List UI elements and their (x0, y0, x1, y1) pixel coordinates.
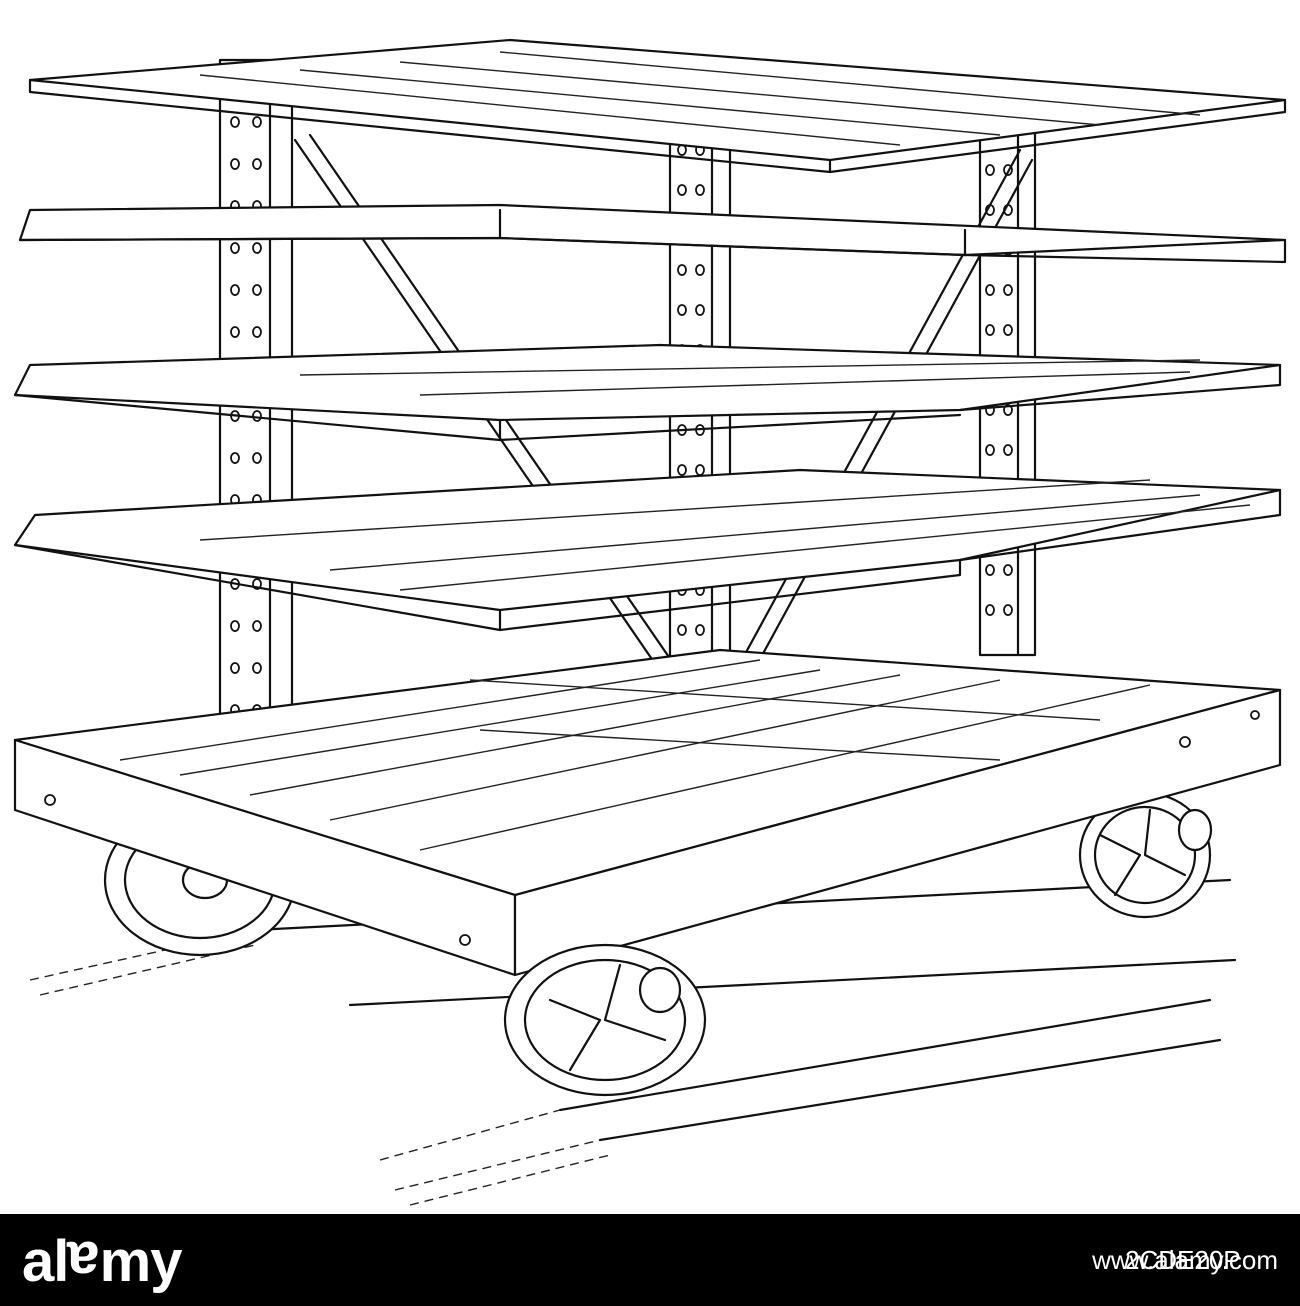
bolt-hole (230, 326, 240, 338)
bolt-hole (1003, 564, 1013, 576)
bolt-hole (230, 452, 240, 464)
bolt-hole (677, 464, 687, 476)
bolt-hole (695, 624, 705, 636)
bolt-hole (252, 326, 262, 338)
bolt-hole (985, 564, 995, 576)
bolt-hole (230, 158, 240, 170)
bolt-hole (985, 444, 995, 456)
bolt-hole (252, 284, 262, 296)
bolt-hole (230, 620, 240, 632)
bolt-hole (677, 624, 687, 636)
bolt-hole (230, 284, 240, 296)
cart-frame (13, 648, 1282, 977)
bolt-hole (1003, 444, 1013, 456)
stock-watermark-bar: alamy 2CDE20P www.alamy.com (0, 1214, 1300, 1306)
bolt-hole (252, 452, 262, 464)
bolt-hole (677, 304, 687, 316)
rear-right-wheel (1078, 791, 1213, 919)
bolt-hole (252, 620, 262, 632)
bolt-hole (985, 324, 995, 336)
shelf-top (28, 38, 1287, 174)
shelf-truck-drawing (13, 38, 1287, 1206)
bolt-hole (695, 304, 705, 316)
bolt-hole (1003, 284, 1013, 296)
bolt-hole (1003, 324, 1013, 336)
bolt-hole (230, 116, 240, 128)
bolt-hole (677, 184, 687, 196)
site-url: www.alamy.com (1092, 1245, 1278, 1275)
bolt-hole (695, 264, 705, 276)
bolt-hole (985, 164, 995, 176)
bolt-hole (252, 410, 262, 422)
shelf-fourth (13, 468, 1282, 632)
bolt-hole (230, 662, 240, 674)
bolt-hole (252, 662, 262, 674)
bolt-hole (252, 242, 262, 254)
bolt-hole (985, 284, 995, 296)
image-id-label: 2CDE20P (1125, 1245, 1241, 1275)
shelf-third (13, 343, 1282, 442)
bolt-hole (252, 116, 262, 128)
bolt-hole (695, 184, 705, 196)
bolt-hole (985, 604, 995, 616)
front-wheel (503, 943, 707, 1097)
shelf-second (18, 203, 1287, 264)
bolt-hole (1003, 604, 1013, 616)
bolt-hole (252, 158, 262, 170)
alamy-logo: alamy (22, 1229, 182, 1294)
line-drawing-illustration (13, 38, 1287, 1206)
bolt-hole (230, 242, 240, 254)
bolt-hole (677, 264, 687, 276)
bolt-hole (695, 464, 705, 476)
